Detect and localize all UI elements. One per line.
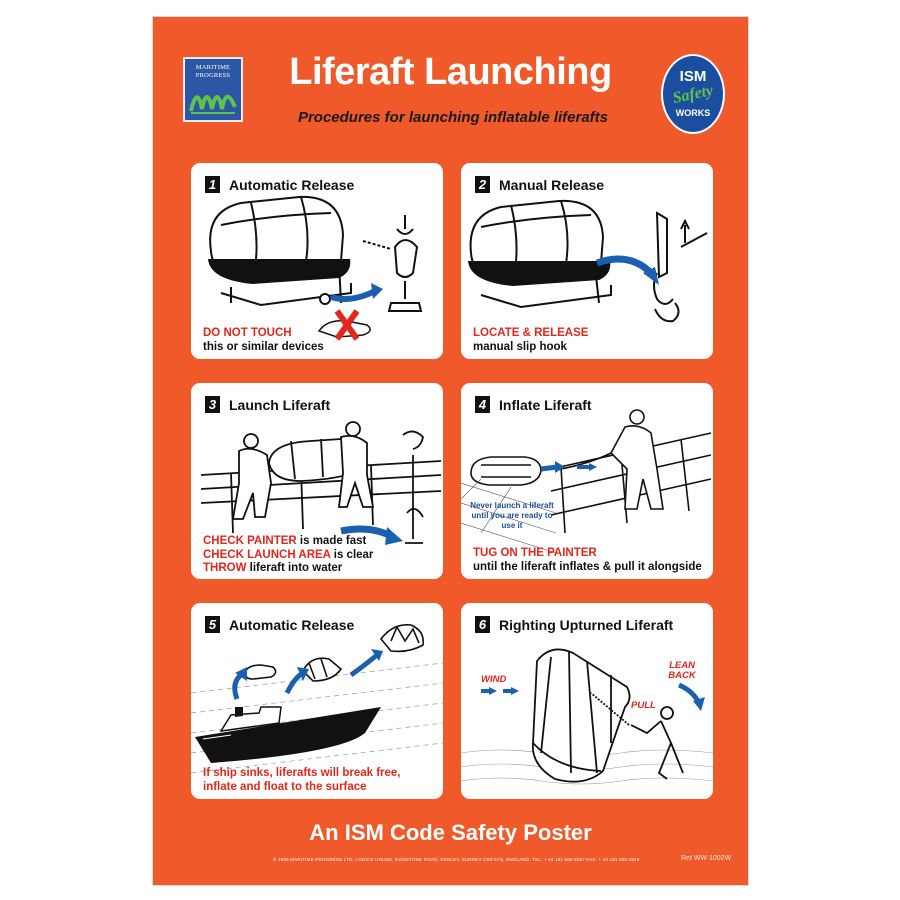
panel-header: 4 Inflate Liferaft [475, 396, 592, 413]
crew-tugging-painter-illustration [461, 409, 712, 554]
panel-caption: LOCATE & RELEASE manual slip hook [473, 327, 588, 354]
maritime-progress-logo: MARITIME PROGRESS [183, 57, 243, 122]
safety-note: Never launch a liferaft until you are re… [470, 501, 554, 530]
step-number: 2 [475, 176, 490, 193]
panel-caption: TUG ON THE PAINTER until the liferaft in… [473, 547, 702, 574]
step-number: 1 [205, 176, 220, 193]
step-number: 5 [205, 616, 220, 633]
panel-manual-release: 2 Manual Release LOCATE & RELEASE manual… [461, 163, 713, 359]
poster-title: Liferaft Launching [289, 51, 612, 93]
caption-warning: LOCATE & RELEASE [473, 327, 589, 339]
caption-warning: DO NOT TOUCH [203, 327, 292, 339]
panel-automatic-release-sinking: 5 Automatic Release If ship sinks, lifer… [191, 603, 443, 799]
step-number: 6 [475, 616, 490, 633]
works-logo-text: WORKS [675, 108, 711, 118]
pull-label: PULL [631, 700, 656, 711]
caption-detail: is made fast [296, 535, 367, 547]
wind-label: WIND [481, 674, 507, 685]
panel-title: Automatic Release [229, 616, 355, 633]
step-number: 4 [475, 396, 490, 413]
poster-subtitle: Procedures for launching inflatable life… [297, 109, 609, 126]
step-number: 3 [205, 396, 220, 413]
caption-line: CHECK LAUNCH AREA is clear [203, 549, 373, 563]
caption-warning: CHECK PAINTER [203, 535, 297, 547]
crew-launching-illustration [200, 421, 442, 545]
caption-warning: THROW [203, 562, 247, 574]
caption-detail: is clear [330, 548, 374, 561]
panel-title: Launch Liferaft [229, 396, 331, 413]
sinking-ship-illustration [191, 623, 443, 774]
panel-header: 1 Automatic Release [205, 176, 354, 193]
panel-automatic-release: 1 Automatic Release DO NOT TOUCH this or… [191, 163, 443, 359]
panel-header: 2 Manual Release [475, 176, 604, 193]
panel-caption: If ship sinks, liferafts will break free… [203, 767, 401, 793]
safety-poster: MARITIME PROGRESS Liferaft Launching Pro… [152, 16, 749, 886]
caption-detail: until the liferaft inflates & pull it al… [473, 560, 702, 573]
lean-back-label: LEAN BACK [668, 660, 696, 681]
panel-title: Inflate Liferaft [499, 396, 592, 413]
maritime-progress-logo-text: MARITIME PROGRESS [195, 64, 231, 79]
panel-inflate-liferaft: 4 Inflate Liferaft Never launch a lifera… [461, 383, 713, 579]
caption-line: CHECK PAINTER is made fast [203, 535, 373, 549]
caption-line: THROW liferaft into water [203, 562, 373, 576]
panel-header: 3 Launch Liferaft [205, 396, 330, 413]
poster-footer-title: An ISM Code Safety Poster [309, 820, 592, 845]
panel-launch-liferaft: 3 Launch Liferaft CHECK PAINTER is made … [191, 383, 443, 579]
panel-header: 5 Automatic Release [205, 616, 354, 633]
panel-title: Righting Upturned Liferaft [499, 616, 674, 633]
caption-warning: CHECK LAUNCH AREA [203, 548, 331, 561]
liferaft-canister-illustration [208, 195, 423, 341]
caption-warning: TUG ON THE PAINTER [473, 547, 597, 559]
panel-caption: CHECK PAINTER is made fast CHECK LAUNCH … [203, 535, 373, 576]
copyright-fine-print: © 1996 MARITIME PROGRESS LTD, LOGICK HOU… [273, 857, 640, 862]
ism-safety-works-logo: ISM Safety WORKS [661, 54, 725, 134]
caption-detail: this or similar devices [203, 340, 324, 353]
wave-icon [189, 94, 237, 114]
caption-detail: manual slip hook [473, 340, 567, 353]
panel-title: Automatic Release [229, 176, 355, 193]
slip-hook-illustration [468, 199, 708, 323]
panel-righting-upturned-liferaft: 6 Righting Upturned Liferaft WIND PULL L… [461, 603, 713, 799]
panel-title: Manual Release [499, 176, 605, 193]
ism-logo-text: ISM [679, 68, 707, 85]
panel-header: 6 Righting Upturned Liferaft [475, 616, 673, 633]
caption-detail: liferaft into water [246, 562, 343, 574]
poster-reference-code: Ref WW 1002W [681, 855, 732, 862]
panel-caption: DO NOT TOUCH this or similar devices [203, 327, 324, 354]
righting-liferaft-illustration [461, 648, 713, 785]
